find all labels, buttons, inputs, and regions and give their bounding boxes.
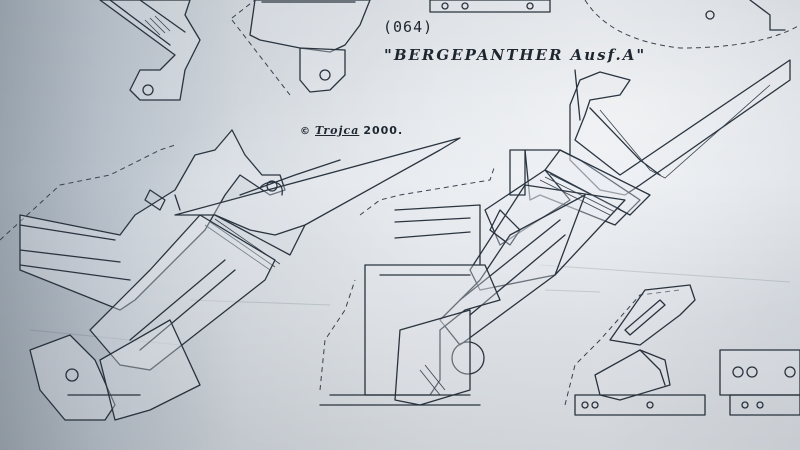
top-center-assembly-drawing: [231, 0, 371, 93]
left-crane-arm-drawing: [0, 129, 461, 421]
bleed-through-marks: [29, 264, 791, 346]
copyright-symbol: ©: [300, 126, 311, 137]
copyright-year: 2000.: [363, 124, 404, 137]
bolt-hole: [142, 84, 154, 96]
wheel-hub: [451, 341, 485, 375]
main-crane-boom-drawing: [319, 59, 791, 406]
plate-title: "BERGEPANTHER Ausf.A": [384, 46, 647, 64]
lower-right-parts-drawing: [564, 284, 800, 416]
copyright-maker: Trojca: [315, 124, 360, 137]
top-left-assembly-drawing: [99, 0, 291, 101]
top-right-hub-drawing: [429, 0, 800, 49]
plate-number: (064): [383, 18, 434, 36]
